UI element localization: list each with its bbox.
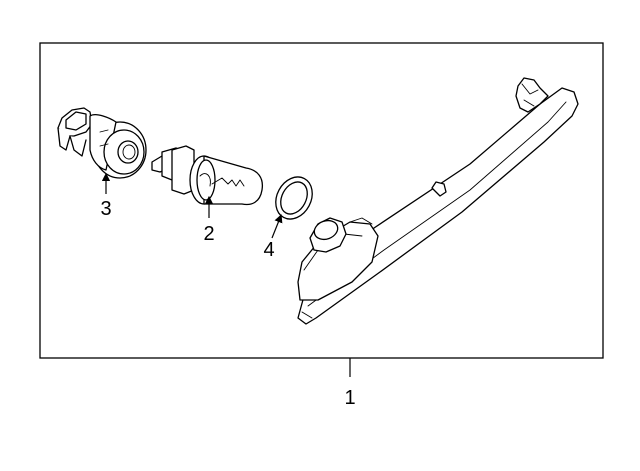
- bulb-part: [151, 145, 264, 206]
- callout-2: 2: [203, 223, 214, 245]
- callout-1: 1: [344, 387, 355, 409]
- callout-4: 4: [263, 239, 274, 261]
- diagram-frame: [39, 42, 604, 359]
- callout-3: 3: [100, 198, 111, 220]
- socket-part: [57, 107, 147, 179]
- gasket-part: [275, 176, 313, 220]
- gasket-leader: [271, 214, 283, 239]
- lamp-housing-part: [297, 77, 579, 325]
